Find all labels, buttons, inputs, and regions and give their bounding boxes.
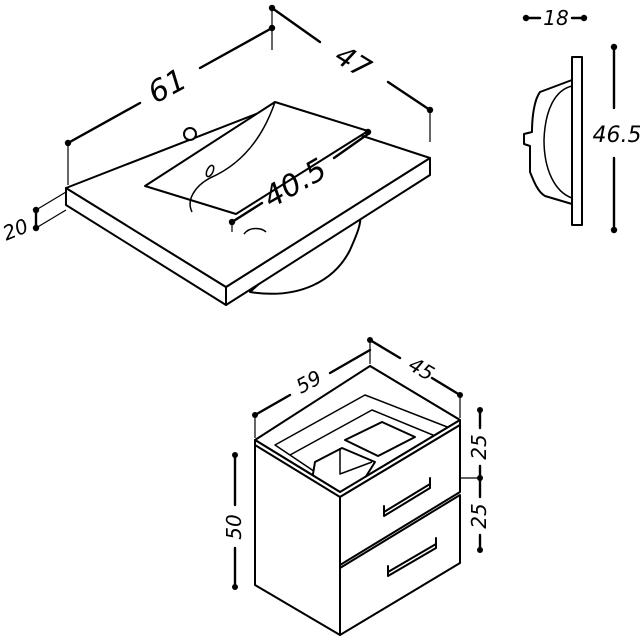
drain-hole <box>205 164 215 178</box>
basin-bowl-slope <box>189 101 276 213</box>
dim-drawer-heights: 25 25 <box>460 407 491 553</box>
cabinet-cutout-right <box>344 421 416 457</box>
cabinet-width-label: 59 <box>292 365 326 398</box>
overflow <box>243 227 267 235</box>
basin-width-label: 61 <box>142 62 192 111</box>
profile-bowl-inner <box>543 85 573 199</box>
cabinet-siphon-edge <box>339 448 373 475</box>
top-drawer-handle <box>383 477 431 517</box>
cabinet-height-label: 50 <box>222 514 246 539</box>
dim-cabinet-height: 50 <box>222 452 246 590</box>
side-profile-drawing <box>523 56 583 226</box>
bottom-drawer-handle <box>387 537 437 577</box>
dim-profile-height: 46.5 <box>593 43 640 234</box>
cabinet-drawing <box>254 365 461 636</box>
basin-drawing <box>65 101 431 306</box>
profile-depth-label: 18 <box>543 6 568 30</box>
dim-profile-depth: 18 <box>522 6 588 30</box>
bottom-drawer-height-label: 25 <box>467 503 491 528</box>
dim-basin-thickness: 20 <box>0 191 67 246</box>
top-drawer-height-label: 25 <box>467 434 491 459</box>
tap-hole <box>183 127 197 141</box>
cabinet-depth-label: 45 <box>404 352 438 386</box>
basin-thickness-label: 20 <box>0 214 32 246</box>
profile-height-label: 46.5 <box>593 123 640 148</box>
top-drawer-front <box>339 424 461 566</box>
profile-bowl <box>523 79 573 205</box>
basin-depth-label: 47 <box>329 39 377 86</box>
profile-back-plate <box>571 56 583 226</box>
